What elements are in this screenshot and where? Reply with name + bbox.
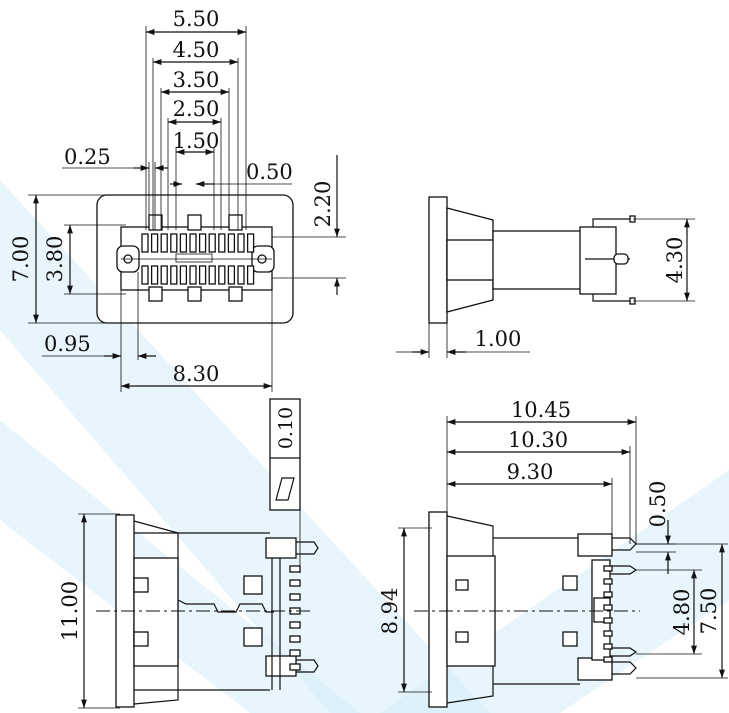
top-view-tab (148, 286, 163, 302)
connector-pin (246, 233, 255, 253)
connector-pin (218, 265, 226, 285)
connector-pin (141, 233, 149, 253)
dim-1-00: 1.00 (475, 327, 522, 351)
top-view-tab (228, 286, 243, 302)
dim-4-50: 4.50 (173, 38, 220, 62)
bottom-view-pins (603, 565, 613, 663)
dim-0-50-top: 0.50 (246, 160, 293, 184)
top-view-tab (187, 286, 202, 302)
bottom-view-dimensions: 10.45 10.30 9.30 0.50 8.94 4.80 7.50 (378, 398, 728, 693)
connector-pin (237, 265, 245, 285)
connector-pin (603, 630, 613, 637)
connector-pin (289, 621, 301, 629)
connector-pin (141, 265, 149, 285)
dim-8-94: 8.94 (378, 588, 402, 635)
connector-pin (289, 565, 301, 573)
flatness-frame (269, 398, 301, 511)
connector-pin (198, 233, 207, 253)
side-view-dimensions: 4.30 1.00 (396, 218, 695, 358)
dim-0-25: 0.25 (64, 145, 111, 169)
connector-pin (289, 579, 301, 587)
dim-1-50: 1.50 (173, 129, 220, 153)
connector-pin (227, 233, 236, 253)
top-view-tab (187, 214, 202, 231)
top-view-tab (148, 214, 163, 231)
dim-4-30: 4.30 (663, 237, 687, 284)
dim-5-50: 5.50 (173, 7, 220, 31)
bottom-view-flange (428, 511, 448, 708)
connector-pin (179, 233, 188, 253)
top-view-dimensions: 5.50 4.50 3.50 2.50 1.50 0.25 0.50 (9, 7, 346, 392)
connector-pin (603, 604, 613, 611)
connector-pin (160, 265, 168, 285)
dim-0-50-bottom: 0.50 (646, 481, 670, 528)
top-view (96, 194, 294, 324)
connector-pin (179, 265, 188, 285)
connector-pin (150, 265, 159, 285)
connector-pin (603, 565, 613, 572)
connector-pin (189, 233, 197, 253)
connector-pin (160, 233, 168, 253)
dim-4-80: 4.80 (670, 589, 694, 636)
connector-pin (170, 233, 178, 253)
connector-pin (170, 265, 178, 285)
connector-pin (218, 233, 226, 253)
dim-8-30: 8.30 (173, 362, 220, 386)
top-view-pins (141, 233, 255, 285)
front-view-pins (289, 565, 301, 671)
connector-pin (189, 265, 197, 285)
connector-pin (150, 233, 159, 253)
connector-pin (289, 635, 301, 643)
connector-pin (603, 656, 613, 663)
connector-pin (603, 617, 613, 624)
connector-pin (289, 649, 301, 657)
dim-7-50: 7.50 (697, 588, 721, 635)
connector-pin (208, 233, 216, 253)
dim-7-00: 7.00 (9, 236, 33, 283)
front-view (96, 514, 319, 708)
dim-2-20: 2.20 (311, 181, 335, 228)
connector-pin (603, 591, 613, 598)
dim-0-95: 0.95 (44, 332, 91, 356)
dim-2-50: 2.50 (173, 97, 220, 121)
flatness-value: 0.10 (275, 407, 297, 449)
front-view-dimensions: 11.00 0.10 (58, 398, 301, 709)
connector-pin (289, 593, 301, 601)
flatness-icon (275, 477, 295, 501)
connector-pin (289, 663, 301, 671)
dim-3-50: 3.50 (173, 68, 220, 92)
dim-10-30: 10.30 (508, 428, 568, 452)
dim-11-00: 11.00 (58, 581, 82, 641)
top-view-tab (228, 214, 243, 231)
connector-pin (603, 643, 613, 650)
dim-10-45: 10.45 (511, 398, 571, 422)
connector-pin (246, 265, 255, 285)
connector-pin (208, 265, 216, 285)
side-view-flange (428, 196, 448, 324)
connector-pin (603, 578, 613, 585)
connector-pin (237, 233, 245, 253)
connector-pin (198, 265, 207, 285)
connector-pin (227, 265, 236, 285)
dim-9-30: 9.30 (507, 460, 554, 484)
side-view (428, 196, 636, 324)
dim-3-80: 3.80 (43, 236, 67, 283)
